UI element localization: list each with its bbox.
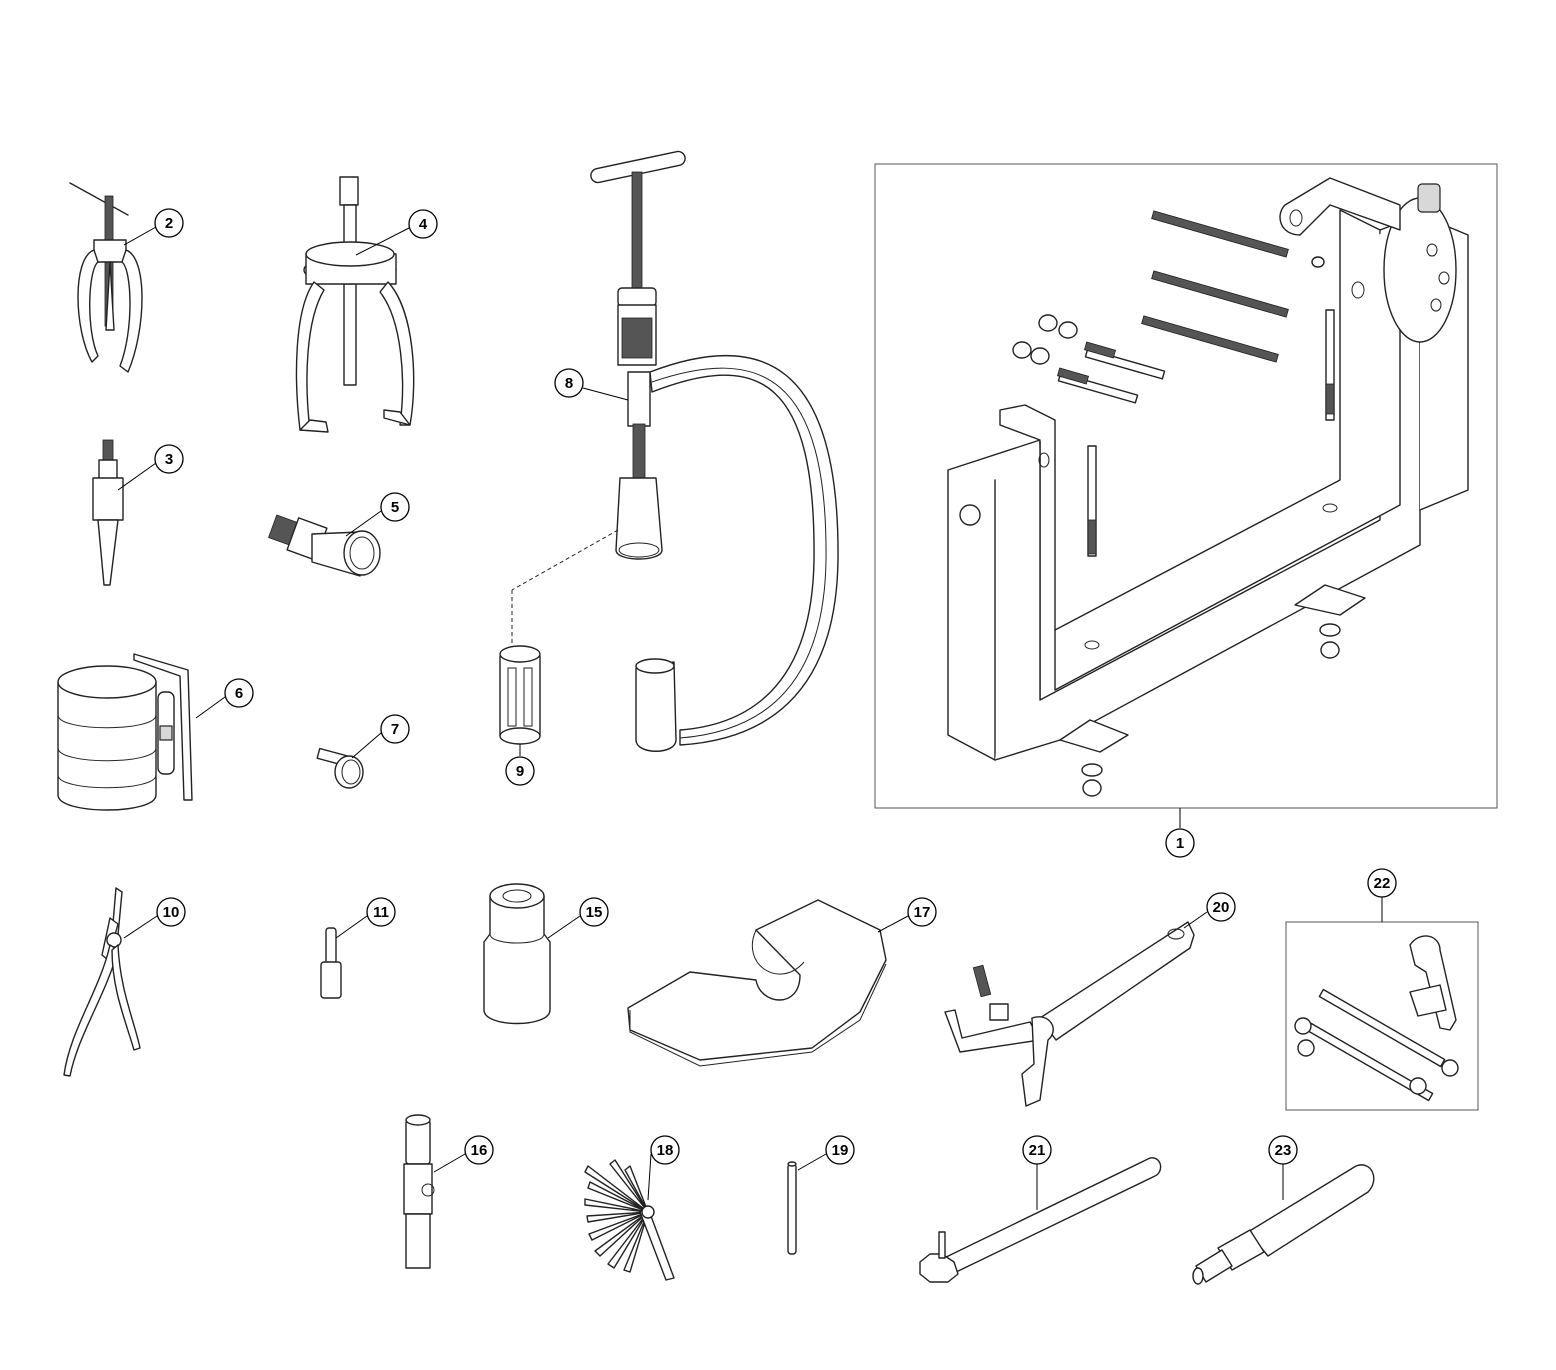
- part-10-pliers-illustration: [63, 887, 141, 1077]
- svg-text:4: 4: [419, 216, 428, 233]
- svg-text:3: 3: [165, 451, 173, 468]
- callout-21: 21: [1022, 1135, 1052, 1165]
- part-6-ring-compressor-illustration: [57, 653, 193, 811]
- svg-text:8: 8: [565, 375, 573, 392]
- part-5-adapter-illustration: [268, 514, 381, 577]
- callout-22: 22: [1367, 868, 1397, 898]
- callout-1: 1: [1165, 828, 1195, 858]
- svg-text:17: 17: [914, 904, 931, 921]
- svg-text:19: 19: [832, 1142, 849, 1159]
- callout-6: 6: [224, 678, 254, 708]
- part-19-pin-illustration: [787, 1161, 797, 1255]
- callout-2: 2: [154, 208, 184, 238]
- svg-text:23: 23: [1275, 1142, 1292, 1159]
- part-18-feeler-gauge-illustration: [584, 1159, 675, 1281]
- callout-16: 16: [464, 1135, 494, 1165]
- svg-text:9: 9: [516, 763, 524, 780]
- svg-text:20: 20: [1213, 899, 1230, 916]
- part-7-pin-illustration: [316, 747, 364, 789]
- part-23-installer-illustration: [1192, 1164, 1375, 1285]
- part-20-holder-illustration: [944, 921, 1195, 1107]
- callout-3: 3: [154, 444, 184, 474]
- callout-20: 20: [1206, 892, 1236, 922]
- svg-text:11: 11: [373, 904, 389, 921]
- svg-text:22: 22: [1374, 875, 1391, 892]
- part-22-bracket-kit-illustration: [1294, 935, 1459, 1102]
- part-11-drift-illustration: [320, 927, 342, 999]
- part-16-wrench-illustration: [403, 1114, 435, 1269]
- svg-text:1: 1: [1176, 835, 1184, 852]
- part-1-engine-stand-illustration: [947, 177, 1469, 797]
- part-9-adapter-illustration: [499, 645, 541, 745]
- part-2-small-puller-illustration: [69, 182, 143, 373]
- svg-text:21: 21: [1029, 1142, 1046, 1159]
- callout-19: 19: [825, 1135, 855, 1165]
- svg-text:18: 18: [657, 1142, 674, 1159]
- svg-text:2: 2: [165, 215, 173, 232]
- part-1-long-bolts: [1012, 210, 1335, 557]
- callout-7: 7: [380, 714, 410, 744]
- part-8-valve-spring-compressor-illustration: [590, 150, 839, 752]
- callout-15: 15: [579, 897, 609, 927]
- callout-23: 23: [1268, 1135, 1298, 1165]
- part-1-frame-box: [874, 163, 1498, 809]
- svg-text:10: 10: [163, 904, 180, 921]
- callout-10: 10: [156, 897, 186, 927]
- part-21-spanner-illustration: [919, 1157, 1162, 1283]
- callout-9: 9: [505, 756, 535, 786]
- part-4-large-puller-illustration: [295, 176, 415, 433]
- svg-text:16: 16: [471, 1142, 488, 1159]
- svg-text:6: 6: [235, 685, 243, 702]
- part-3-extractor-illustration: [92, 439, 124, 586]
- callout-18: 18: [650, 1135, 680, 1165]
- svg-text:7: 7: [391, 721, 399, 738]
- part-15-socket-illustration: [483, 883, 551, 1025]
- svg-text:5: 5: [391, 499, 399, 516]
- callout-11: 11: [366, 897, 396, 927]
- callout-4: 4: [408, 209, 438, 239]
- svg-text:15: 15: [586, 904, 603, 921]
- part-17-support-plate-illustration: [627, 899, 887, 1067]
- callout-5: 5: [380, 492, 410, 522]
- callout-8: 8: [554, 368, 584, 398]
- callout-17: 17: [907, 897, 937, 927]
